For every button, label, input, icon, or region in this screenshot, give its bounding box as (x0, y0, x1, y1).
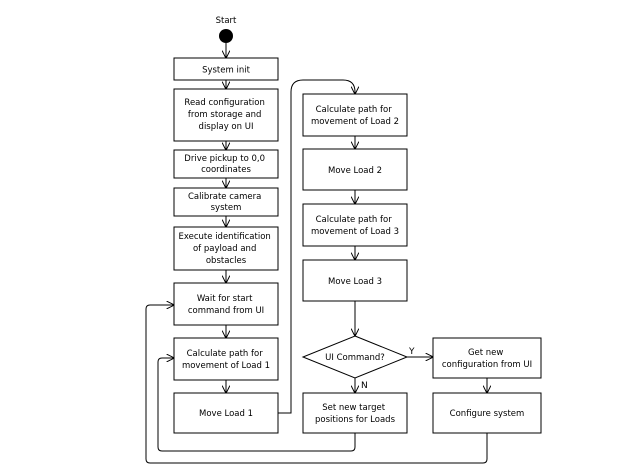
node-text-line: Move Load 3 (328, 277, 382, 287)
node-text-line: display on UI (199, 122, 254, 132)
node-calibrate-camera: Calibrate camera system (173, 187, 279, 217)
node-text-line: of payload and (193, 244, 256, 254)
node-system-init: System init (173, 57, 279, 81)
node-read-configuration: Read configuration from storage and disp… (173, 88, 279, 142)
svg-text:Calculate path for movem: Calculate path for movement of Load 2 (311, 105, 399, 127)
svg-text:Move Load 2: Move Load 2 (328, 166, 382, 176)
node-text-line: from storage and (188, 110, 261, 120)
node-text-line: Move Load 2 (328, 166, 382, 176)
node-wait-start-command: Wait for start command from UI (173, 282, 279, 326)
node-execute-identification: Execute identification of payload and ob… (173, 226, 279, 271)
node-configure-system: Configure system (432, 392, 542, 434)
start-node (219, 29, 233, 43)
node-text-line: Calculate path for (316, 105, 393, 115)
node-calculate-load-2: Calculate path for movement of Load 2 (302, 93, 408, 137)
start-label: Start (216, 16, 237, 26)
node-drive-pickup: Drive pickup to 0,0 coordinates (173, 149, 279, 179)
svg-text:Calculate path for movem: Calculate path for movement of Load 1 (182, 349, 270, 371)
node-move-load-1: Move Load 1 (173, 392, 279, 434)
svg-text:Calculate path for movem: Calculate path for movement of Load 3 (311, 215, 399, 237)
node-text-line: Execute identification (179, 232, 271, 242)
node-text-line: Set new target (322, 403, 385, 413)
svg-text:Set new target positions: Set new target positions for Loads (315, 403, 396, 425)
node-get-new-configuration: Get new configuration from UI (432, 337, 542, 379)
svg-text:Execute identification o: Execute identification of payload and ob… (179, 232, 274, 266)
node-text-line: Read configuration (184, 98, 264, 108)
decision-text: UI Command? (325, 353, 385, 363)
node-text-line: system (211, 203, 242, 213)
node-text-line: Wait for start (197, 294, 253, 304)
svg-text:Configure system: Configure system (450, 409, 525, 419)
node-text-line: coordinates (201, 165, 251, 175)
node-move-load-3: Move Load 3 (302, 259, 408, 302)
node-text-line: Calculate path for (316, 215, 393, 225)
svg-text:System init: System init (202, 66, 251, 76)
edge-label-no: N (361, 381, 368, 391)
svg-text:Read configuration from: Read configuration from storage and disp… (184, 98, 267, 132)
arrow-configure-to-wait (145, 305, 488, 464)
node-text-line: configuration from UI (442, 360, 532, 370)
svg-text:Wait for start command f: Wait for start command from UI (188, 294, 264, 316)
node-text-line: movement of Load 1 (182, 361, 270, 371)
node-calculate-load-1: Calculate path for movement of Load 1 (173, 337, 279, 381)
svg-text:Calibrate camera system: Calibrate camera system (188, 192, 264, 213)
decision-ui-command: UI Command? (301, 335, 409, 379)
node-text-line: movement of Load 2 (311, 117, 399, 127)
node-text-line: movement of Load 3 (311, 227, 399, 237)
arrow-settargets-to-calc1 (157, 358, 356, 452)
node-text-line: System init (202, 66, 251, 76)
node-text-line: Move Load 1 (199, 409, 253, 419)
svg-text:Move Load 3: Move Load 3 (328, 277, 382, 287)
node-text-line: Get new (468, 348, 503, 358)
node-set-new-targets: Set new target positions for Loads (302, 392, 408, 434)
svg-text:Move Load 1: Move Load 1 (199, 409, 253, 419)
node-text-line: obstacles (206, 256, 247, 266)
node-text-line: Calculate path for (187, 349, 264, 359)
svg-text:Drive pickup to 0,0 coor: Drive pickup to 0,0 coordinates (184, 154, 267, 175)
node-text-line: Drive pickup to 0,0 (184, 154, 265, 164)
arrow-move1-to-calc2 (278, 79, 355, 414)
node-move-load-2: Move Load 2 (302, 148, 408, 191)
node-calculate-load-3: Calculate path for movement of Load 3 (302, 203, 408, 247)
node-text-line: command from UI (188, 306, 264, 316)
svg-text:UI Command?: UI Command? (325, 353, 385, 363)
node-text-line: positions for Loads (315, 415, 396, 425)
edge-label-yes: Y (408, 347, 415, 357)
node-text-line: Configure system (450, 409, 525, 419)
svg-text:Get new configuration fr: Get new configuration from UI (442, 348, 532, 370)
node-text-line: Calibrate camera (188, 192, 261, 202)
